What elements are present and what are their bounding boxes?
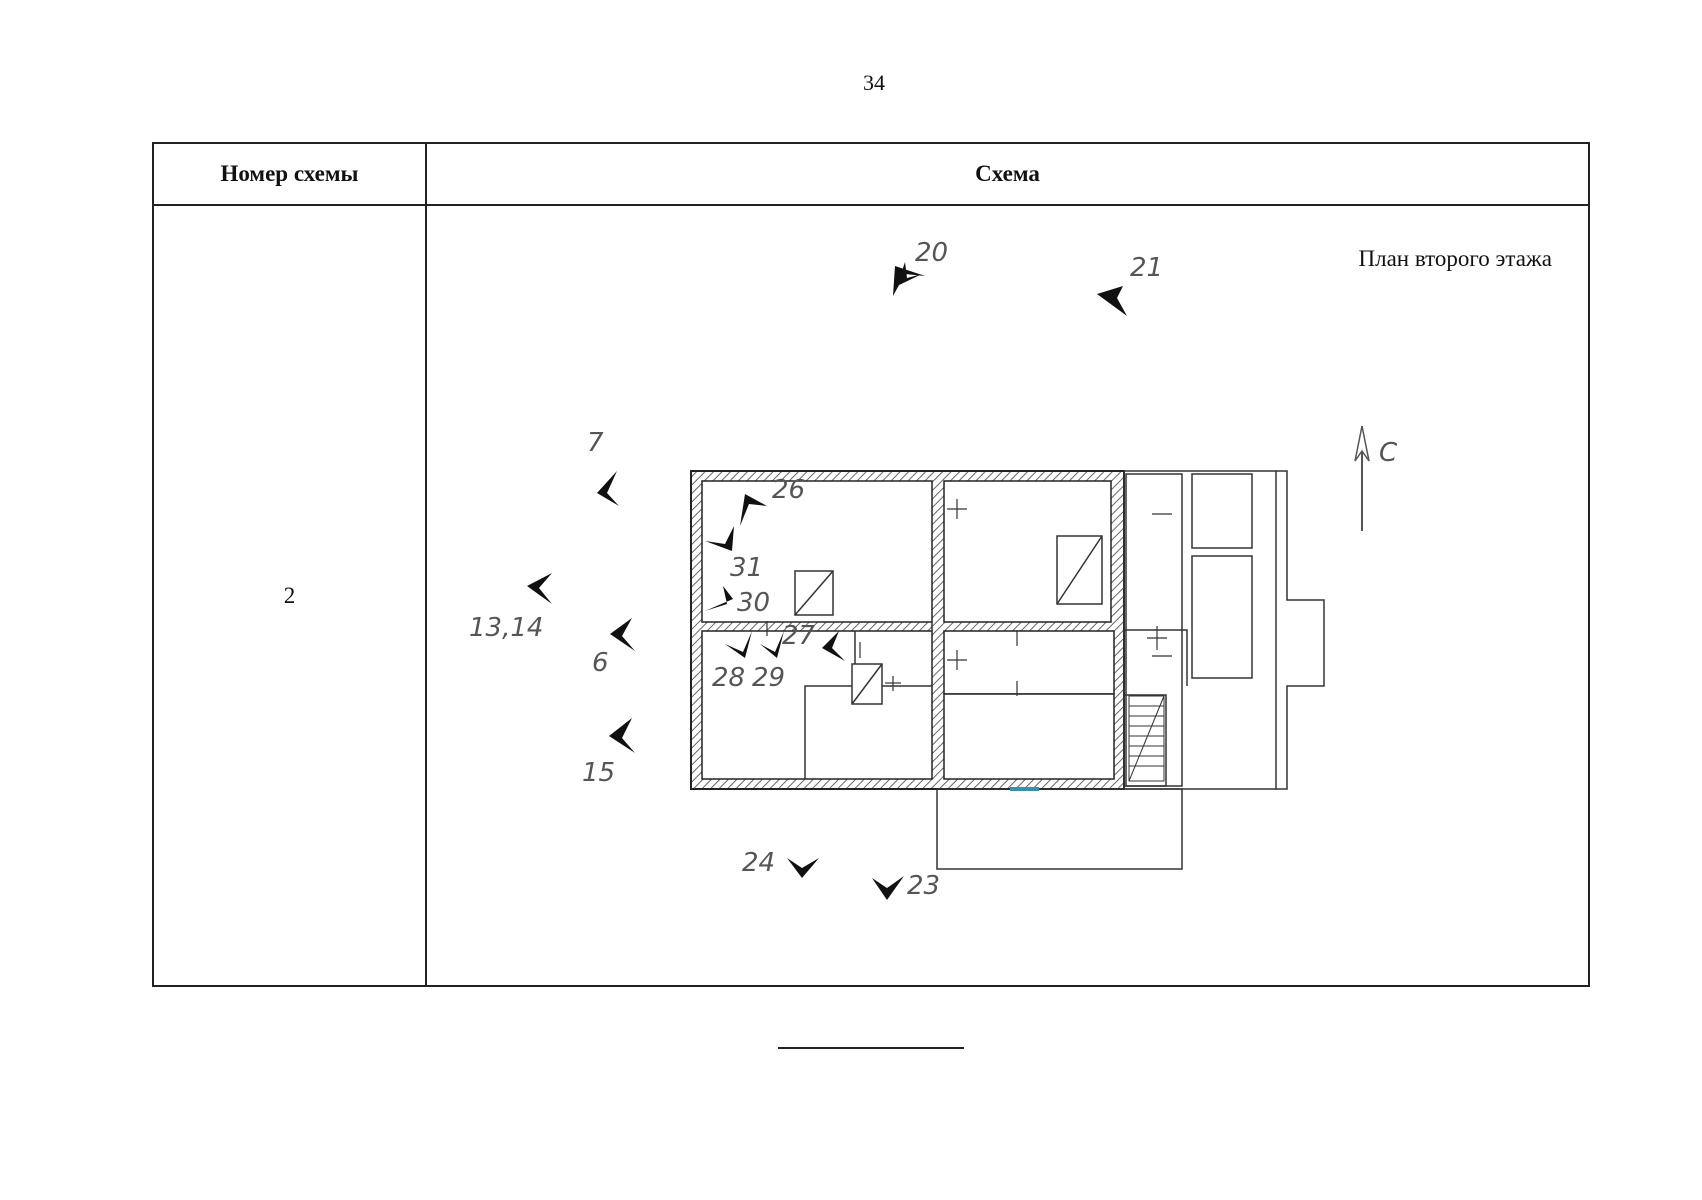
viewpoint-31: 31: [705, 526, 763, 583]
header-scheme-number: Номер схемы: [220, 161, 359, 186]
north-label: С: [1379, 438, 1398, 468]
viewpoint-label-15: 15: [582, 758, 615, 788]
viewpoint-20: 20: [893, 238, 948, 296]
right-block: [1123, 470, 1325, 790]
column-divider: [425, 144, 427, 985]
viewpoint-label-7: 7: [587, 428, 604, 458]
viewpoint-23: 23: [872, 871, 940, 901]
viewpoint-30: 30: [705, 586, 770, 618]
viewpoint-15: 15: [582, 718, 635, 788]
viewpoint-label-20: 20: [915, 238, 948, 268]
footnote-separator: [778, 1047, 964, 1049]
middle-room-bottom: [943, 693, 1115, 780]
viewpoint-label-27: 27: [782, 621, 816, 651]
viewpoint-6: 6: [592, 618, 635, 678]
plan-title: План второго этажа: [1358, 246, 1552, 271]
viewpoint-label-28: 28: [712, 663, 745, 693]
middle-corridor: [943, 630, 1115, 695]
north-arrow: С: [1354, 425, 1398, 531]
ventilation-shafts: [794, 535, 1103, 705]
left-room-bottom: [701, 630, 933, 780]
viewpoint-28: 28: [712, 631, 752, 693]
viewpoint-26: 26: [740, 475, 805, 526]
viewpoint-label-26: 26: [772, 475, 805, 505]
scheme-table: Номер схемы Схема 2 План второго этажа: [152, 142, 1590, 987]
porch: [936, 788, 1183, 870]
viewpoint-21: 21: [1097, 253, 1163, 316]
viewpoint-label-13-14: 13,14: [469, 613, 543, 643]
viewpoint-label-31: 31: [730, 553, 763, 583]
viewpoint-29: 29: [752, 631, 785, 693]
viewpoint-markers: 20 21 7 26 31: [469, 238, 1163, 901]
viewpoint-label-29: 29: [752, 663, 785, 693]
viewpoint-label-21: 21: [1130, 253, 1163, 283]
viewpoint-label-23: 23: [907, 871, 940, 901]
viewpoint-27: 27: [782, 621, 845, 661]
viewpoint-label-30: 30: [737, 588, 770, 618]
viewpoint-label-24: 24: [742, 848, 775, 878]
building-outline: [690, 470, 1125, 790]
scheme-number-cell: 2: [283, 582, 296, 608]
door-marks: [766, 499, 1172, 696]
header-row-divider: [154, 204, 1588, 206]
viewpoint-24: 24: [742, 848, 819, 878]
page-number: 34: [863, 70, 885, 95]
viewpoint-label-6: 6: [592, 648, 609, 678]
viewpoint-7: 7: [587, 428, 619, 506]
floor-plan: С 20 21 7 26: [469, 238, 1398, 901]
scheme-drawing-cell: План второго этажа: [427, 206, 1588, 985]
viewpoint-13-14: 13,14: [469, 573, 552, 643]
header-scheme: Схема: [975, 161, 1040, 186]
staircase: [1128, 695, 1165, 782]
